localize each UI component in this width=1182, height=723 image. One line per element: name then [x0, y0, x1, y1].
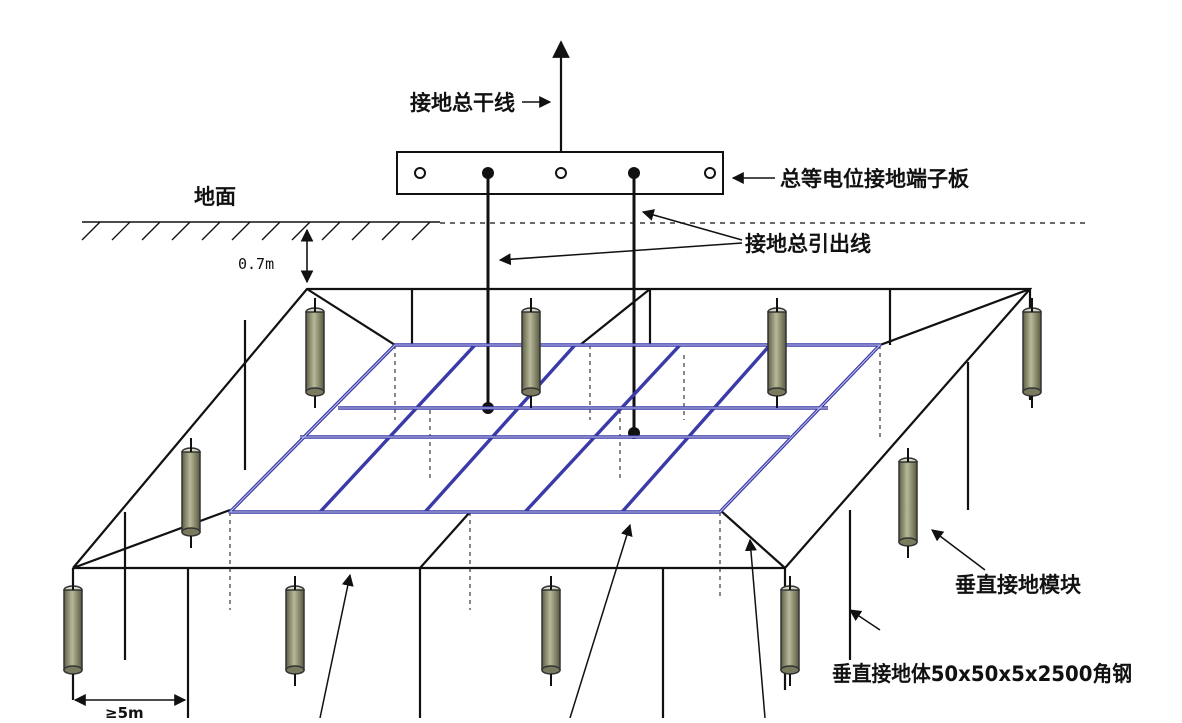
- module-back-1: [521, 297, 541, 409]
- module-front-2: [541, 575, 561, 687]
- ground-surface: [81, 221, 1090, 241]
- module-back-2: [767, 297, 787, 409]
- grounding-modules: [63, 297, 1042, 687]
- module-back-left: [305, 297, 325, 409]
- module-right-mid: [898, 447, 918, 559]
- module-front-left: [63, 575, 83, 687]
- label-main-trunk: 接地总干线: [410, 91, 515, 115]
- module-front-1: [285, 575, 305, 687]
- label-depth: 0.7m: [238, 255, 274, 273]
- lead-out-lines: [486, 173, 636, 433]
- label-terminal-board: 总等电位接地端子板: [780, 167, 970, 191]
- label-vertical-module: 垂直接地模块: [955, 573, 1082, 597]
- terminal-board: [396, 151, 724, 195]
- label-ground: 地面: [194, 185, 236, 209]
- annotation-arrows: [73, 96, 986, 719]
- label-vertical-body: 垂直接地体50x50x5x2500角钢: [832, 662, 1132, 686]
- module-back-right: [1022, 297, 1042, 409]
- label-lead-out: 接地总引出线: [745, 232, 871, 256]
- label-spacing: ≥5m: [105, 704, 144, 718]
- module-front-right: [780, 575, 800, 687]
- module-left-mid: [181, 437, 201, 549]
- mesh-drop-lines: [229, 345, 881, 610]
